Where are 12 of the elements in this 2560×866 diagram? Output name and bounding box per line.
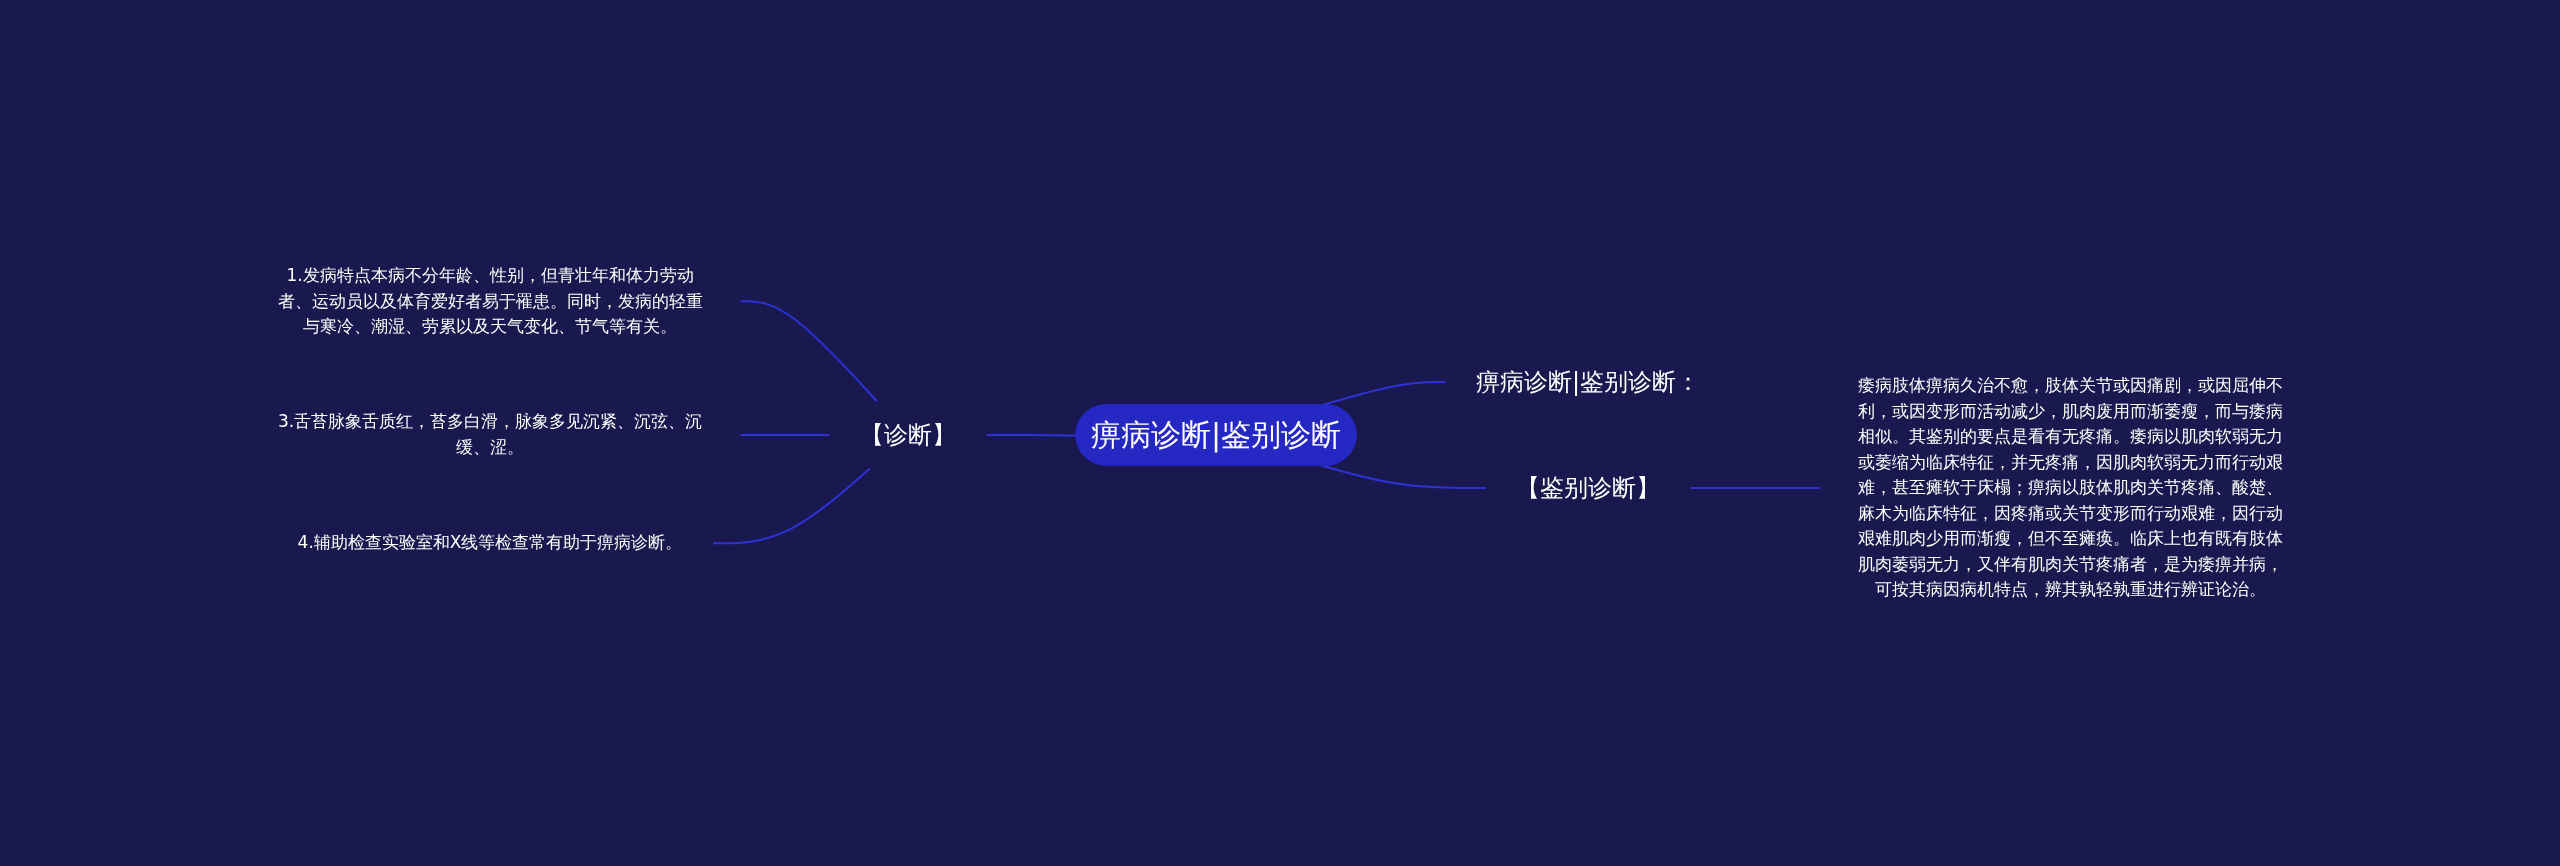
node-text: 痿病肢体痹病久治不愈，肢体关节或因痛剧，或因屈伸不利，或因变形而活动减少，肌肉废用而渐萎瘦，而与痿病相似。其鉴别的要点是看有无疼痛。痿病以肌肉软弱无力或萎缩为临床特征，并无疼痛，因肌肉软弱无力而行动艰难，甚至瘫软于床榻；痹病以肢体肌肉关节疼痛、酸楚、麻木为临床特征，因疼痛或关节变形而行动艰难，因行动艰难肌肉少用而渐瘦，但不至瘫痪。临床上也有既有肢体肌肉萎弱无力，又伴有肌肉关节疼痛者，是为痿痹并病，可按其病因病机特点，辨其孰轻孰重进行辨证论治。 — [1857, 375, 2283, 600]
node-text: 痹病诊断|鉴别诊断： — [1475, 368, 1701, 397]
connector — [738, 434, 831, 437]
connector — [1689, 487, 1822, 490]
node-text: 【鉴别诊断】 — [1516, 474, 1661, 503]
connector — [1320, 464, 1487, 490]
node-text: 4.辅助检查实验室和X线等检查常有助于痹病诊断。 — [297, 532, 683, 553]
connector — [711, 467, 872, 545]
node-text: 3.舌苔脉象舌质红，苔多白滑，脉象多见沉紧、沉弦、沉缓、涩。 — [277, 411, 703, 458]
node-text: 1.发病特点本病不分年龄、性别，但青壮年和体力劳动者、运动员以及体育爱好者易于罹患。同时，发病的轻重与寒冷、潮湿、劳累以及天气变化、节气等有关。 — [277, 265, 703, 337]
connector — [738, 300, 879, 404]
node-text: 【诊断】 — [859, 421, 956, 450]
